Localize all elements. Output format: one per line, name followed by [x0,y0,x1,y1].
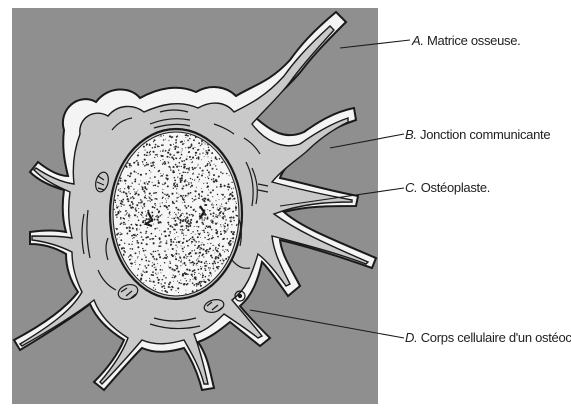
nucleus [110,129,242,299]
label-text: Matrice osseuse. [427,33,520,48]
label-key: A. [412,33,424,48]
label-key: B. [405,127,417,142]
label-bone-matrix: A. Matrice osseuse. [412,33,520,48]
label-key: C. [405,180,417,195]
label-gap-junction: B. Jonction communicante [405,127,550,142]
label-text: Jonction communicante [420,127,550,142]
label-text: Ostéoplaste. [421,180,490,195]
label-text: Corps cellulaire d'un ostéocyte. [421,330,571,345]
label-osteoplast: C. Ostéoplaste. [405,180,490,195]
label-key: D. [405,330,417,345]
label-cell-body: D. Corps cellulaire d'un ostéocyte. [405,330,571,345]
